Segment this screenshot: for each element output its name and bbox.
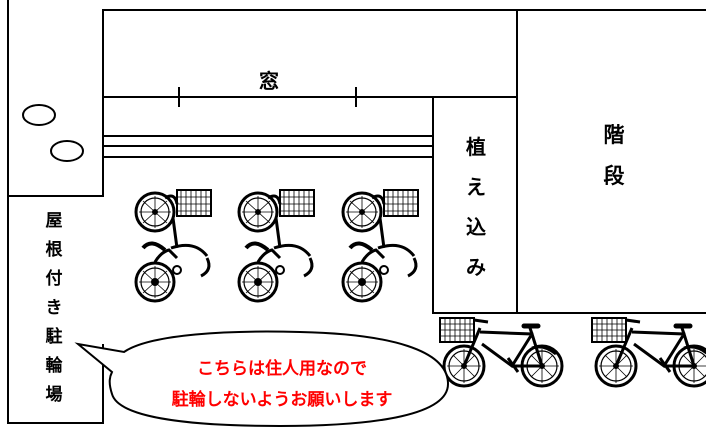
parking-char: 屋 (46, 211, 63, 231)
parking-char: 駐 (46, 326, 63, 347)
parking-char: 場 (46, 385, 63, 405)
bicycle-icon (592, 318, 706, 386)
walls (7, 0, 706, 424)
window-marker (178, 87, 357, 107)
notice-bubble (74, 330, 450, 428)
planting-char: み (466, 255, 486, 279)
notice-line-1: こちらは住人用なので (197, 358, 367, 379)
planting-char: 植 (466, 135, 486, 159)
parking-char: 根 (46, 239, 63, 260)
stairs-char: 階 (604, 123, 625, 147)
notice-line-2: 駐輪しないようお願いします (172, 389, 393, 410)
stairs-label: 階 段 (604, 123, 625, 188)
bicycle-icon (237, 188, 316, 303)
parking-char: 輪 (46, 355, 64, 376)
stairs-char: 段 (604, 164, 625, 188)
bicycle-icon (134, 188, 213, 303)
stepping-stone-icon (22, 104, 84, 162)
planting-char: え (466, 175, 486, 199)
planting-char: 込 (466, 215, 486, 239)
parking-char: 付 (46, 268, 63, 289)
window-label: 窓 (259, 69, 279, 93)
bicycle-icon (440, 318, 562, 386)
covered-parking-label: 屋 根 付 き 駐 輪 場 (46, 211, 64, 405)
parking-char: き (46, 298, 63, 318)
planting-label: 植 え 込 み (466, 135, 486, 279)
bicycle-icon (341, 188, 420, 303)
